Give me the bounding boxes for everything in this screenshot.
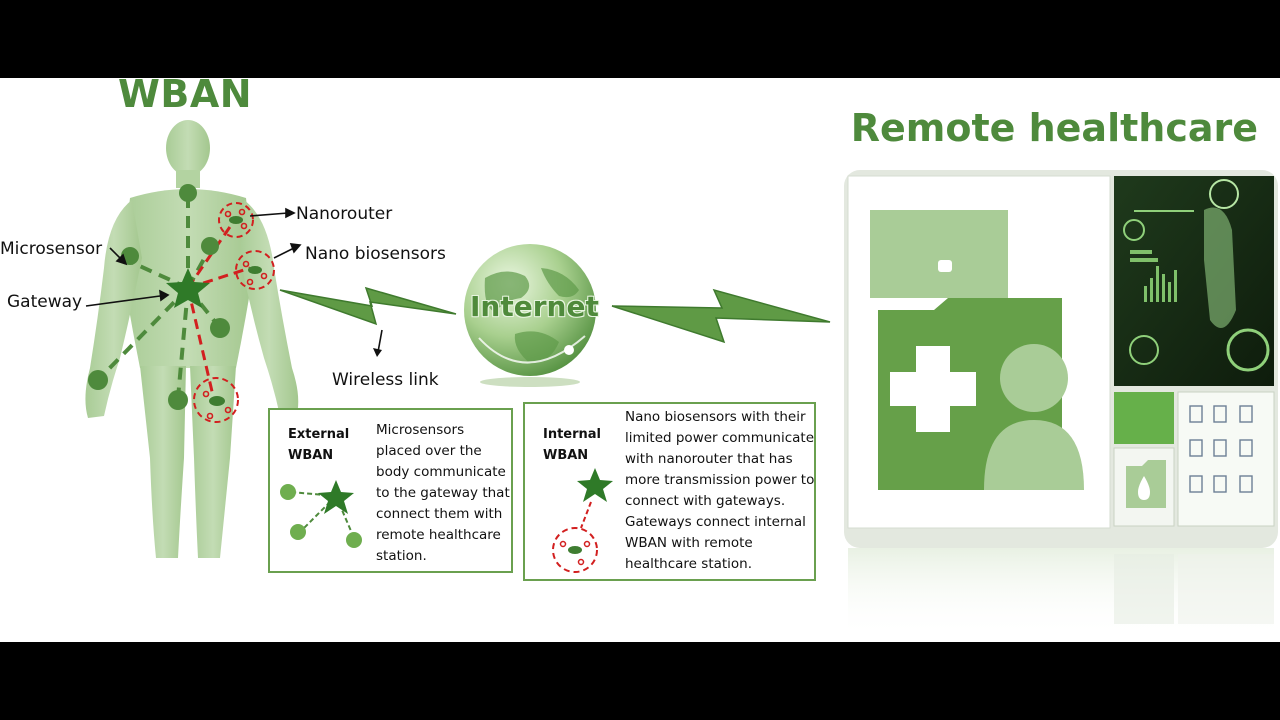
wireless-link-bolt-left [279,286,457,326]
external-wban-box: External WBAN Microsensors placed over t… [268,408,513,573]
down-arrow-icon [373,329,383,357]
external-wban-icon [280,480,362,548]
remote-healthcare-illustration [844,170,1278,638]
wireless-link-bolt-right [611,288,831,344]
nano-biosensors-label: Nano biosensors [305,244,446,264]
remote-healthcare-title: Remote healthcare [850,106,1258,150]
internal-wban-box: Internal WBAN Nano biosensors with their… [523,402,816,581]
external-wban-description: Microsensors placed over the body commun… [376,422,510,564]
gateway-label: Gateway [7,292,83,312]
nanorouter-label: Nanorouter [296,204,393,224]
internet-globe-icon [464,244,596,387]
wban-title: WBAN [118,78,253,116]
microsensor-label: Microsensor [0,239,103,259]
wireless-link-label: Wireless link [332,370,439,390]
diagram-canvas: WBAN Remote healthcare [0,78,1280,642]
internet-label: Internet [470,290,599,323]
internal-wban-heading: Internal WBAN [543,427,602,463]
human-body-figure [85,120,302,558]
internal-wban-description: Nano biosensors with their limited power… [625,409,815,572]
internal-wban-icon [552,468,613,573]
external-wban-heading: External WBAN [288,427,350,463]
